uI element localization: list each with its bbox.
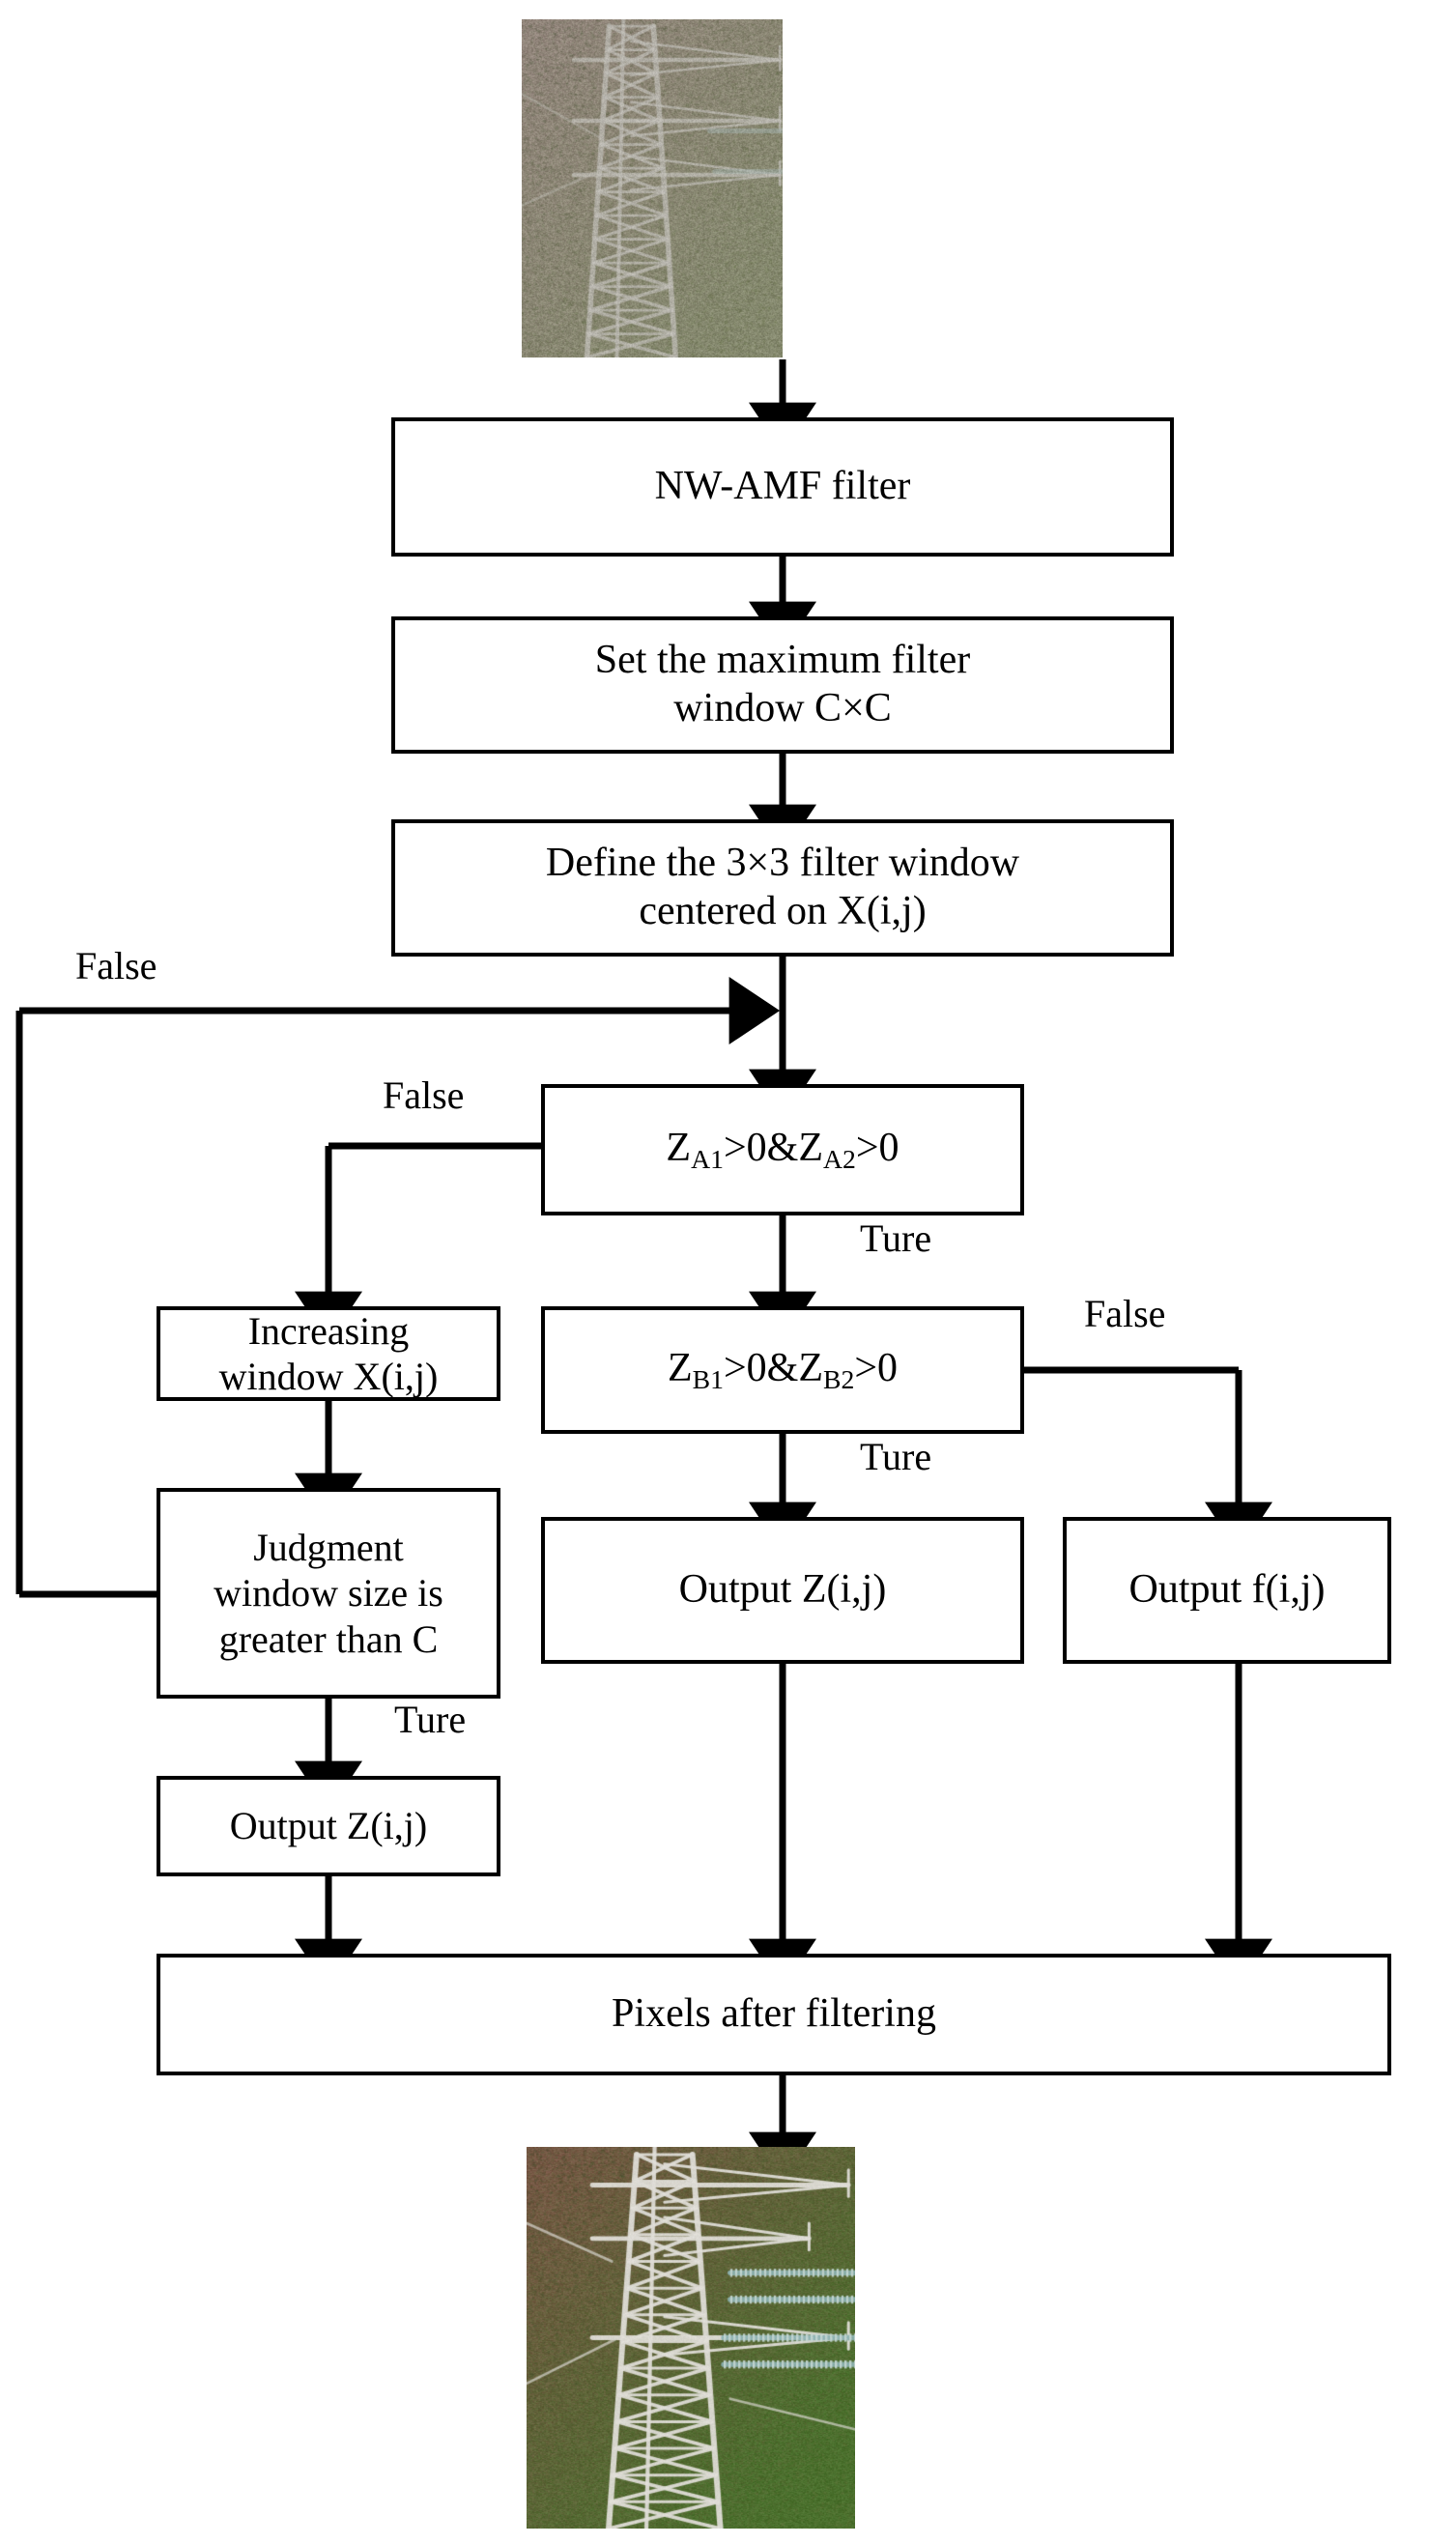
decision-za-expression: ZA1>0&ZA2>0 bbox=[666, 1125, 899, 1174]
input-image-noisy-transmission-tower bbox=[522, 19, 783, 357]
node-define-filter-window[interactable]: Define the 3×3 filter window centered on… bbox=[391, 819, 1174, 957]
node-output-z-left[interactable]: Output Z(i,j) bbox=[157, 1776, 500, 1876]
node-output-f-right[interactable]: Output f(i,j) bbox=[1063, 1517, 1391, 1664]
node-pixels-after-filtering[interactable]: Pixels after filtering bbox=[157, 1954, 1391, 2075]
edge-label-decision-zb-false: False bbox=[1084, 1292, 1166, 1335]
edge-label-decision-za-false: False bbox=[383, 1073, 465, 1117]
node-increasing-window[interactable]: Increasing window X(i,j) bbox=[157, 1306, 500, 1401]
edge-label-decision-za-true: Ture bbox=[860, 1216, 932, 1260]
node-nw-amf-filter[interactable]: NW-AMF filter bbox=[391, 417, 1174, 557]
edge-label-loop-false: False bbox=[75, 944, 157, 987]
decision-zb-expression: ZB1>0&ZB2>0 bbox=[667, 1345, 899, 1394]
edge-label-judgment-true: Ture bbox=[394, 1698, 467, 1741]
output-image-filtered-transmission-tower bbox=[527, 2147, 855, 2529]
node-set-maximum-filter-window[interactable]: Set the maximum filter window C×C bbox=[391, 616, 1174, 754]
edge-label-decision-zb-true: Ture bbox=[860, 1435, 932, 1478]
node-decision-za[interactable]: ZA1>0&ZA2>0 bbox=[541, 1084, 1024, 1215]
node-output-z-middle[interactable]: Output Z(i,j) bbox=[541, 1517, 1024, 1664]
node-decision-zb[interactable]: ZB1>0&ZB2>0 bbox=[541, 1306, 1024, 1434]
node-judgment-window-size[interactable]: Judgment window size is greater than C bbox=[157, 1488, 500, 1699]
